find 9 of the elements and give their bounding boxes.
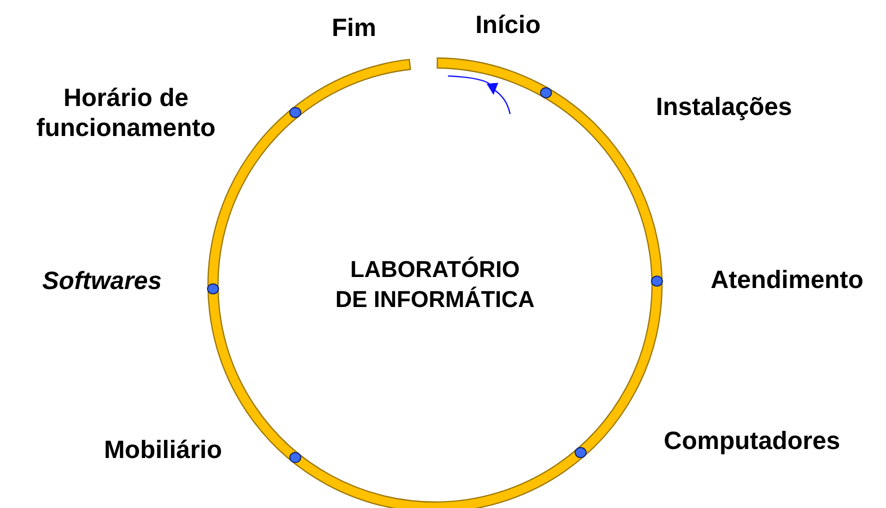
center-title: LABORATÓRIO DE INFORMÁTICA	[335, 255, 535, 314]
stage-label: Fim	[332, 13, 376, 43]
stage-label: Computadores	[664, 426, 840, 456]
stage-label: Mobiliário	[104, 435, 222, 465]
stage-label: Atendimento	[710, 265, 864, 295]
stage-label: Instalações	[656, 92, 792, 122]
stage-label: Horário de funcionamento	[35, 83, 217, 143]
stage-label: Início	[475, 10, 541, 40]
stage-label: Softwares	[42, 266, 162, 296]
